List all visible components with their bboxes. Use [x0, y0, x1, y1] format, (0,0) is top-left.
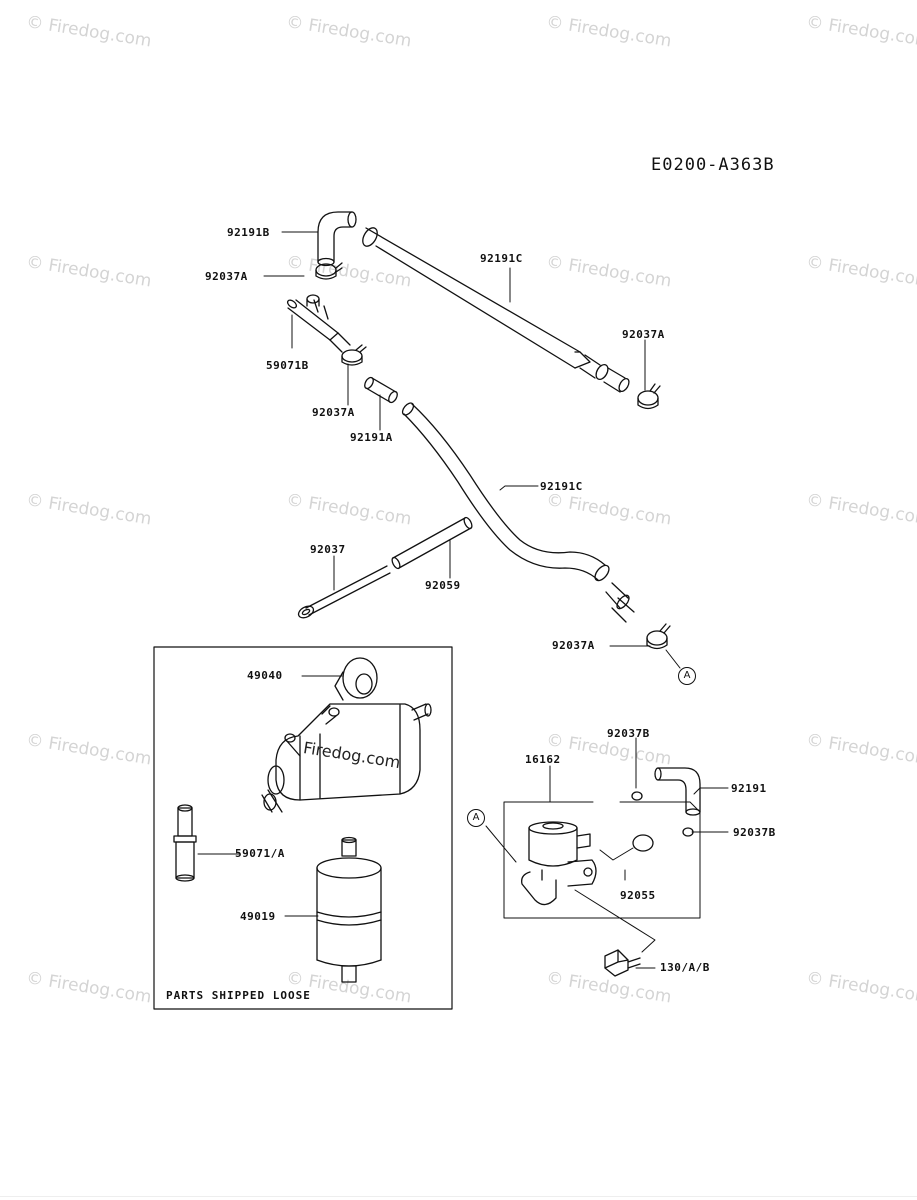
leader-lines: [197, 231, 729, 969]
fitting-59071a: [173, 804, 197, 882]
part-label: 92055: [620, 889, 656, 902]
part-label: 92191C: [540, 480, 583, 493]
part-label: 92191B: [227, 226, 270, 239]
part-label: 92037A: [552, 639, 595, 652]
part-label: 49019: [240, 910, 276, 923]
part-label: 92037B: [733, 826, 776, 839]
long-hose-92191c-upper: [362, 227, 630, 393]
part-label: 92037B: [607, 727, 650, 740]
short-hose-92191a: [364, 376, 398, 404]
small-clamp-icon: [631, 791, 643, 801]
part-label: 92191C: [480, 252, 523, 265]
assembly-bracket: [503, 801, 701, 919]
reference-marker-a: A: [678, 667, 696, 685]
part-label: 92191A: [350, 431, 393, 444]
part-label: 92191: [731, 782, 767, 795]
part-label: 49040: [247, 669, 283, 682]
regulator-leader-A: [485, 825, 517, 863]
parts-shipped-loose-box: [153, 646, 453, 1010]
part-label: 92037A: [205, 270, 248, 283]
o-ring-leader: [599, 847, 634, 861]
long-hose-92191c-lower: [401, 402, 635, 623]
connector-nipple: [306, 294, 320, 307]
part-label: 130/A/B: [660, 961, 710, 974]
hose-clamp-icon: [637, 383, 661, 410]
tube-92059: [391, 516, 473, 570]
bolt-icon: [604, 949, 641, 977]
hose-clamp-icon: [341, 344, 367, 366]
part-label: 59071/A: [235, 847, 285, 860]
elbow-hose-92191: [654, 767, 701, 816]
pressure-regulator-icon: [521, 821, 597, 906]
box-caption: PARTS SHIPPED LOOSE: [166, 989, 311, 1002]
part-label: 92059: [425, 579, 461, 592]
bolt-leader: [574, 889, 656, 953]
part-label: 59071B: [266, 359, 309, 372]
hose-clamp-icon: [646, 623, 671, 650]
small-clamp-icon: [682, 827, 694, 837]
diagram-code: E0200-A363B: [651, 155, 775, 175]
hose-clamp-icon: [315, 262, 343, 280]
fuel-pump-icon: [261, 657, 432, 813]
tie-92037: [297, 565, 391, 619]
bottom-rule: [0, 1196, 917, 1197]
o-ring-icon: [632, 834, 654, 852]
part-label: 92037A: [312, 406, 355, 419]
elbow-hose-92191b: [317, 211, 357, 267]
fuel-filter-icon: [316, 836, 382, 983]
part-label: 92037A: [622, 328, 665, 341]
fitting-59071b: [286, 299, 351, 353]
part-label: 16162: [525, 753, 561, 766]
part-label: 92037: [310, 543, 346, 556]
reference-marker-a: A: [467, 809, 485, 827]
